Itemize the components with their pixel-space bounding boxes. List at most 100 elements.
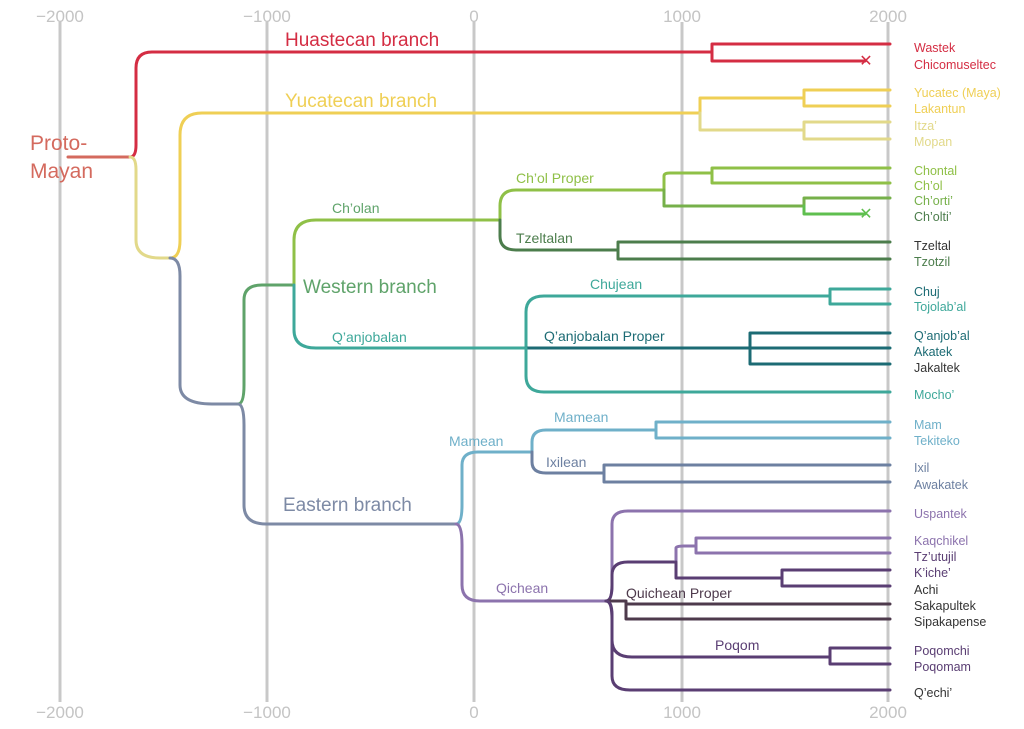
language-label: Mam — [914, 418, 942, 432]
language-label: Mocho’ — [914, 388, 954, 402]
language-label: Jakaltek — [914, 361, 961, 375]
chujean-label: Chujean — [590, 276, 642, 292]
qichean-link — [454, 522, 608, 603]
cholti-line — [802, 204, 867, 216]
axis-tick-top: 1000 — [663, 7, 701, 26]
axis-tick-top: −2000 — [36, 7, 84, 26]
language-label: Chuj — [914, 285, 940, 299]
language-label: Lakantun — [914, 102, 965, 116]
root-label-line2: Mayan — [30, 160, 93, 183]
tzotzil-line — [616, 248, 892, 261]
language-label: Q’anjob’al — [914, 329, 970, 343]
cholan-label: Ch’olan — [332, 200, 379, 216]
yucatec-line — [802, 88, 892, 100]
chontal-chol-link — [662, 171, 714, 192]
axis-labels: −2000 −1000 0 1000 2000 −2000 −1000 0 10… — [36, 7, 907, 722]
axis-tick-bottom: −1000 — [243, 703, 291, 722]
tekiteko-line — [654, 428, 892, 440]
qanjobal-line — [748, 331, 892, 350]
chontal-line — [710, 166, 892, 175]
mam-line — [654, 420, 892, 432]
huastecan-branch: ✕ — [710, 42, 892, 70]
timeline-grid — [58, 22, 890, 702]
language-label: Kaqchikel — [914, 534, 968, 548]
qanjobalan-link — [292, 283, 528, 350]
eastern-label: Eastern branch — [283, 495, 412, 516]
language-label: Sakapultek — [914, 599, 977, 613]
language-label: Wastek — [914, 41, 956, 55]
sakapultek-line — [604, 599, 892, 606]
language-label: Tzotzil — [914, 255, 950, 269]
qanjobalan-proper-label: Q’anjobalan Proper — [544, 328, 665, 344]
mamean-link — [530, 428, 658, 454]
tzeltal-line — [616, 240, 892, 252]
language-label: Tz’utujil — [914, 550, 956, 564]
tzeltalan-label: Tzeltalan — [516, 230, 573, 246]
qanjobalan-label: Q’anjobalan — [332, 329, 407, 345]
poqomchi-line — [828, 646, 892, 659]
mamean-group-label: Mamean — [449, 433, 503, 449]
language-label: Ch’ol — [914, 179, 943, 193]
axis-tick-top: −1000 — [243, 7, 291, 26]
axis-tick-bottom: −2000 — [36, 703, 84, 722]
chol-proper-link — [498, 188, 666, 222]
kaq-tz-link — [674, 544, 698, 564]
tzutujil-line — [694, 544, 892, 555]
yuc-upper — [698, 96, 806, 115]
chicomuseltec-line — [710, 50, 867, 63]
axis-tick-bottom: 1000 — [663, 703, 701, 722]
chol-line — [710, 171, 892, 185]
awakatek-line — [602, 471, 892, 484]
chorti-cholti-link — [662, 188, 806, 208]
poqomam-line — [828, 655, 892, 666]
west-east-split — [168, 256, 240, 406]
axis-tick-bottom: 2000 — [869, 703, 907, 722]
language-label: Achi — [914, 583, 938, 597]
itza-line — [802, 120, 892, 132]
language-label: K’iche’ — [914, 566, 951, 580]
language-label: Ch’olti’ — [914, 210, 952, 224]
language-label: Yucatec (Maya) — [914, 86, 1001, 100]
cholan-link — [292, 218, 502, 287]
achi-line — [780, 576, 892, 588]
yuc-lower — [698, 111, 806, 132]
kiche-group-link — [604, 560, 678, 603]
ixil-line — [602, 463, 892, 475]
yucatecan-link — [168, 111, 702, 260]
axis-tick-bottom: 0 — [469, 703, 478, 722]
chol-proper-label: Ch’ol Proper — [516, 170, 594, 186]
language-label: Poqomam — [914, 660, 971, 674]
tojolabal-line — [828, 294, 892, 306]
language-label: Chicomuseltec — [914, 58, 996, 72]
language-label: Awakatek — [914, 478, 969, 492]
qechi-line — [604, 599, 892, 692]
kiche-achi-link — [674, 560, 784, 580]
quichean-proper-label: Quichean Proper — [626, 585, 732, 601]
mamean-label: Mamean — [554, 409, 608, 425]
western-label: Western branch — [303, 277, 437, 298]
western-eastern-link — [128, 155, 172, 260]
chorti-line — [802, 196, 892, 208]
yucatecan-label: Yucatecan branch — [285, 91, 437, 112]
axis-tick-top: 0 — [469, 7, 478, 26]
mamean-group-link — [454, 450, 534, 526]
axis-tick-top: 2000 — [869, 7, 907, 26]
language-label: Sipakapense — [914, 615, 986, 629]
language-label: Tekiteko — [914, 434, 960, 448]
language-label: Akatek — [914, 345, 953, 359]
kaqchikel-line — [694, 536, 892, 548]
language-label: Chontal — [914, 164, 957, 178]
tzeltalan-link — [498, 218, 620, 252]
huastecan-label: Huastecan branch — [285, 30, 439, 51]
language-label: Mopan — [914, 135, 952, 149]
mopan-line — [802, 128, 892, 141]
yucatecan-branch — [698, 88, 892, 141]
language-label: Tzeltal — [914, 239, 951, 253]
language-label: Ch’orti’ — [914, 194, 953, 208]
wastek-line — [710, 42, 892, 54]
language-label: Itza’ — [914, 119, 937, 133]
ixilean-link — [530, 450, 606, 475]
kiche-line — [780, 568, 892, 580]
